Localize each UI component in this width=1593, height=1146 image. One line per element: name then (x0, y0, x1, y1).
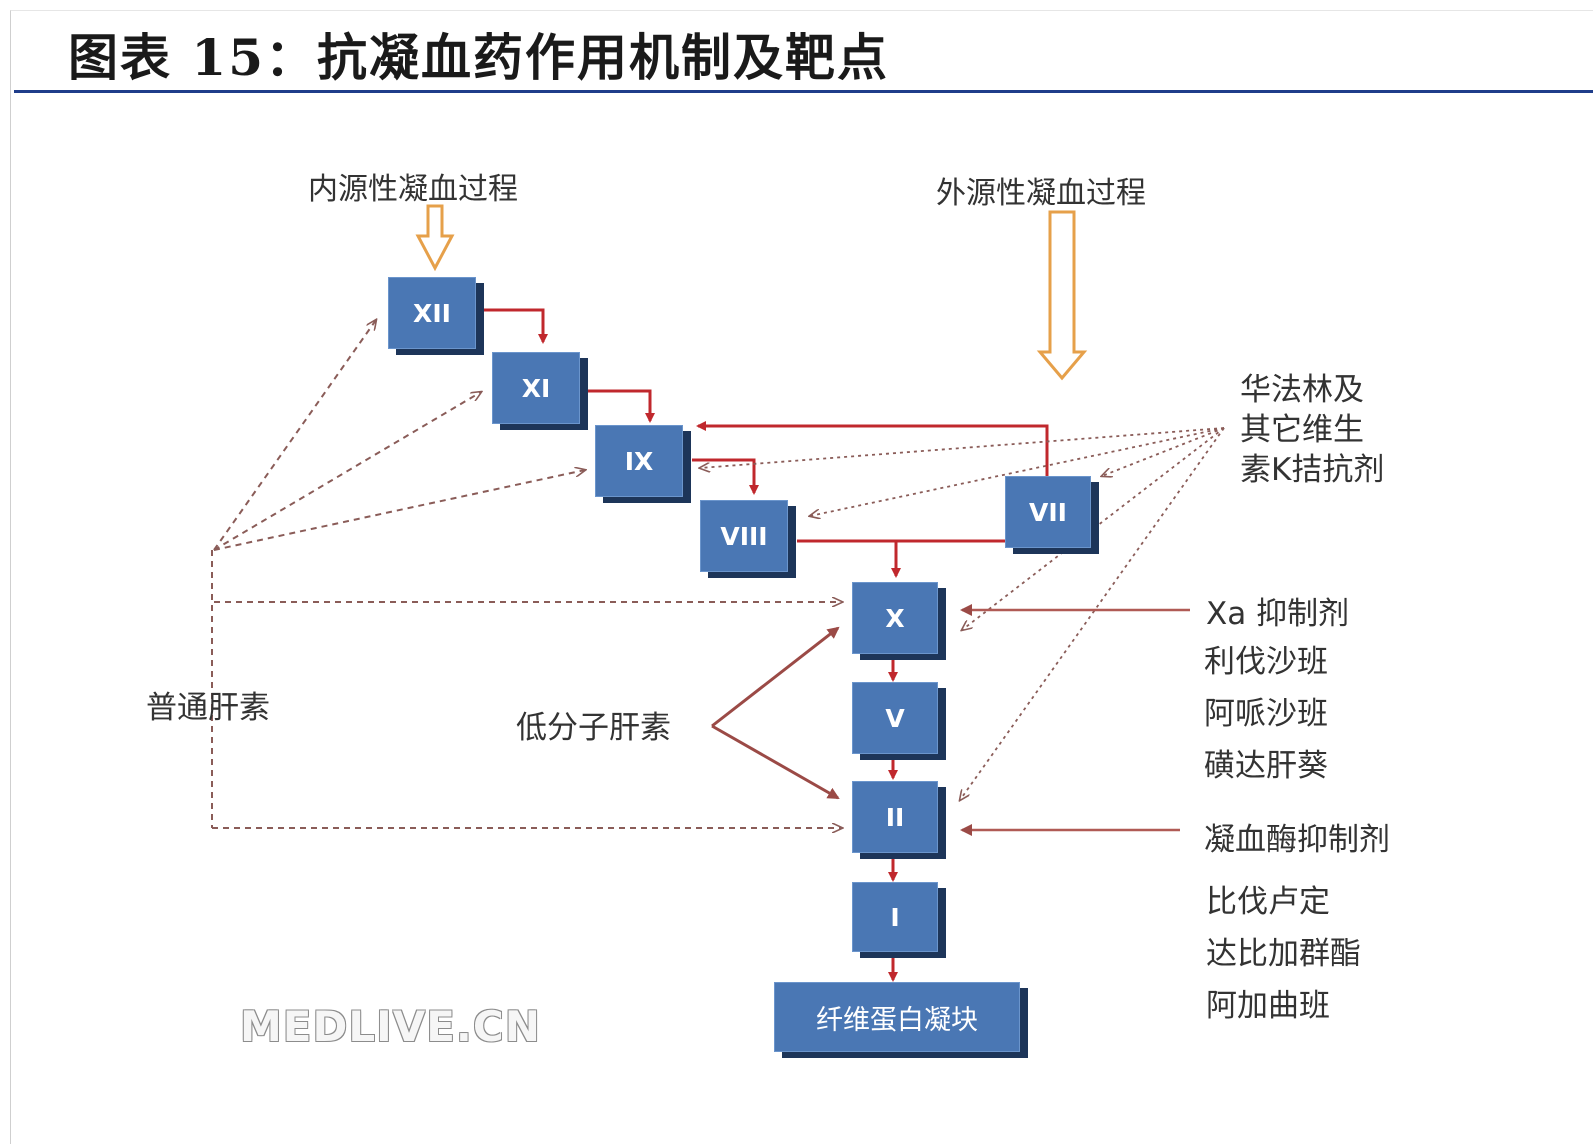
extrinsic-source-arrow (1036, 210, 1088, 381)
watermark: MEDLIVE.CN (240, 1002, 541, 1051)
inhibitor-arrows (960, 604, 1190, 836)
warfarin-to-ix (700, 427, 1225, 468)
xa-inhibitor-drug-1: 利伐沙班 (1204, 644, 1328, 680)
xa-inhibitor-heading: Xa 抑制剂 (1206, 596, 1350, 632)
figure-frame (10, 10, 1593, 1144)
warfarin-label-line3: 素K拮抗剂 (1240, 452, 1385, 488)
thrombin-inhibitor-drug-1: 比伐卢定 (1206, 884, 1330, 920)
lmwh-to-ii (711, 724, 840, 800)
lmwh-label: 低分子肝素 (516, 710, 671, 746)
factor-xii-box: XII (388, 277, 476, 349)
arrow-ix-to-viii (692, 458, 759, 495)
arrow-xi-to-ix (587, 389, 655, 423)
arrow-vii-to-ix (696, 421, 1049, 476)
heparin-to-xi (213, 392, 481, 551)
warfarin-to-x (962, 427, 1225, 630)
warfarin-to-viii (810, 427, 1225, 516)
arrow-xii-to-xi (484, 308, 548, 344)
warfarin-label-line2: 其它维生 (1240, 412, 1364, 448)
warfarin-label-line1: 华法林及 (1240, 372, 1364, 408)
extrinsic-pathway-label: 外源性凝血过程 (936, 176, 1146, 211)
xa-inhibitor-drug-2: 阿哌沙班 (1204, 696, 1328, 732)
thrombin-inhibitor-heading: 凝血酶抑制剂 (1204, 822, 1390, 858)
factor-vii-box: VII (1005, 476, 1091, 548)
heparin-dotted-arrows (211, 320, 842, 828)
factor-viii-box: VIII (700, 500, 788, 572)
warfarin-dotted-arrows (700, 427, 1225, 800)
factor-ii-box: II (852, 781, 938, 853)
factor-i-box: I (852, 882, 938, 952)
figure-title: 图表 15：抗凝血药作用机制及靶点 (68, 28, 889, 87)
thrombin-inhibitor-drug-2: 达比加群酯 (1206, 936, 1361, 972)
factor-ix-box: IX (595, 425, 683, 497)
factor-x-box: X (852, 582, 938, 654)
title-underline (14, 90, 1593, 93)
factor-v-box: V (852, 682, 938, 754)
warfarin-to-ii (960, 427, 1225, 800)
xa-inhibitor-drug-3: 磺达肝葵 (1204, 748, 1328, 784)
intrinsic-source-arrow (415, 204, 455, 272)
lmwh-arrows (711, 626, 840, 800)
heparin-to-ix (213, 470, 585, 551)
intrinsic-pathway-label: 内源性凝血过程 (308, 172, 518, 207)
warfarin-to-vii (1102, 427, 1225, 476)
factor-xi-box: XI (492, 352, 580, 424)
fibrin-clot-box: 纤维蛋白凝块 (774, 982, 1020, 1052)
lmwh-to-x (711, 626, 840, 728)
thrombin-inhibitor-drug-3: 阿加曲班 (1206, 988, 1330, 1024)
heparin-label: 普通肝素 (146, 690, 270, 726)
cascade-arrows (484, 308, 1049, 982)
heparin-to-xii (213, 320, 376, 551)
